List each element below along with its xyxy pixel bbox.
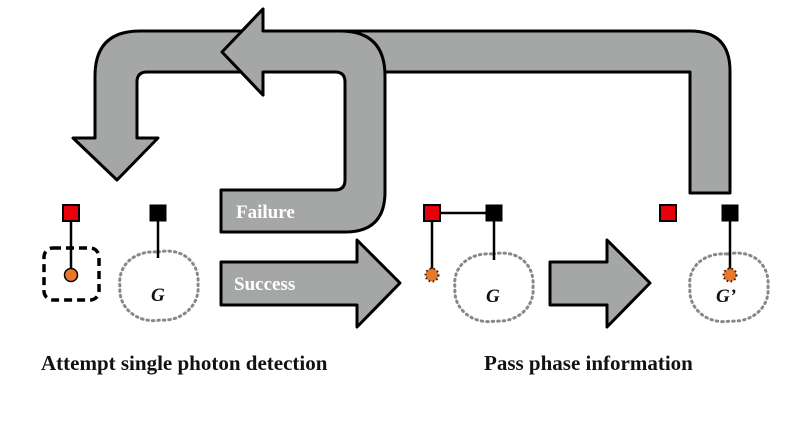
state-cloud-g bbox=[453, 251, 535, 324]
pass-arrow bbox=[548, 238, 652, 329]
black-qubit bbox=[149, 204, 167, 222]
state-label-g-prime: G’ bbox=[716, 286, 736, 307]
caption-pass: Pass phase information bbox=[484, 351, 693, 375]
success-label: Success bbox=[234, 274, 295, 295]
photon-dot bbox=[424, 267, 440, 283]
black-qubit bbox=[485, 204, 503, 222]
success-arrow bbox=[219, 238, 402, 329]
state-label-g: G bbox=[151, 285, 165, 306]
stage-attempt: G bbox=[42, 204, 200, 323]
stage-result: G’ bbox=[659, 204, 770, 324]
state-cloud-g-prime bbox=[688, 251, 770, 324]
black-qubit bbox=[721, 204, 739, 222]
red-qubit bbox=[62, 204, 80, 222]
red-qubit bbox=[423, 204, 441, 222]
failure-loop-arrow bbox=[71, 29, 387, 234]
state-label-g: G bbox=[486, 286, 500, 307]
caption-attempt: Attempt single photon detection bbox=[41, 351, 328, 375]
state-cloud-g bbox=[118, 249, 200, 323]
stage-pass: G bbox=[423, 204, 535, 324]
red-qubit bbox=[659, 204, 677, 222]
photon-dot bbox=[63, 267, 79, 283]
failure-label: Failure bbox=[236, 202, 295, 223]
arrow-fill-patch bbox=[262, 33, 332, 70]
detection-box bbox=[42, 246, 101, 302]
photon-dot bbox=[722, 267, 738, 283]
